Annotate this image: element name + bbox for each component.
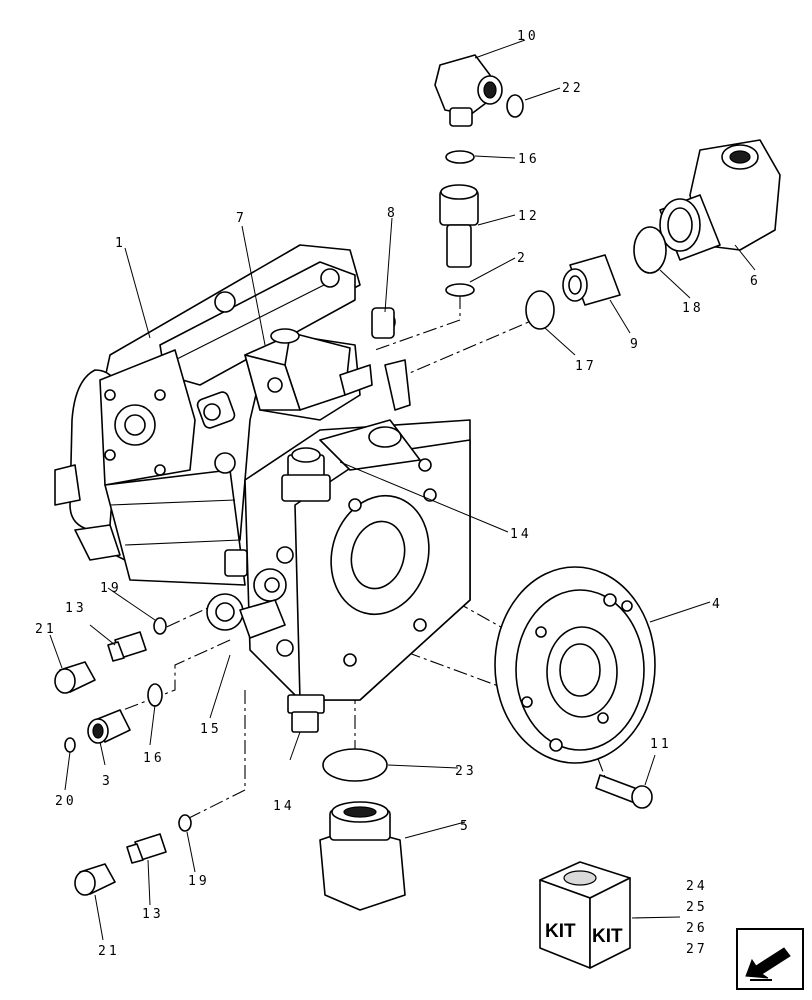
hydraulic-pump-body [54, 244, 396, 586]
callout-4: 4 [712, 597, 723, 612]
part-10-elbow-fitting [434, 54, 503, 127]
part-3-fitting [87, 709, 131, 744]
callout-13-lower: 13 [142, 907, 164, 922]
callout-24: 24 [686, 879, 708, 894]
callout-1: 1 [115, 236, 126, 251]
callout-26: 26 [686, 921, 708, 936]
callout-11: 11 [650, 737, 672, 752]
next-page-arrow-icon [745, 947, 791, 981]
part-2-o-ring [445, 283, 475, 297]
part-6-tee-fitting [659, 139, 781, 261]
callout-23: 23 [455, 764, 477, 779]
solenoid-valve [244, 328, 373, 421]
callout-labels: 1 2 3 4 5 6 7 8 9 10 11 12 13 13 14 14 1… [35, 29, 761, 959]
callout-17: 17 [575, 359, 597, 374]
callout-14-lower: 14 [273, 799, 295, 814]
part-13-fitting-upper [107, 631, 147, 662]
callout-19-upper: 19 [100, 581, 122, 596]
part-23-o-ring [322, 748, 388, 782]
callout-10: 10 [517, 29, 539, 44]
callout-13-upper: 13 [65, 601, 87, 616]
callout-6: 6 [750, 274, 761, 289]
callout-27: 27 [686, 942, 708, 957]
callout-16-lower: 16 [143, 751, 165, 766]
callout-19-lower: 19 [188, 874, 210, 889]
callout-5: 5 [460, 819, 471, 834]
part-19-o-ring-lower [178, 814, 192, 832]
kit-label-left: KIT [545, 921, 576, 942]
part-22-o-ring [506, 94, 524, 118]
part-5-plug [319, 801, 406, 911]
part-20-o-ring [64, 737, 76, 753]
callout-14-upper: 14 [510, 527, 532, 542]
callout-21-lower: 21 [98, 944, 120, 959]
callout-25: 25 [686, 900, 708, 915]
next-page-button[interactable] [736, 928, 804, 990]
part-4-flange [494, 566, 656, 764]
part-11-bolt [595, 774, 653, 809]
kit-label-right: KIT [592, 926, 623, 947]
part-21-cap-lower [74, 863, 116, 896]
front-port-block [206, 359, 471, 733]
part-18-o-ring [633, 226, 667, 274]
callout-2: 2 [517, 251, 528, 266]
part-17-o-ring [525, 290, 555, 330]
callout-18: 18 [682, 301, 704, 316]
callout-9: 9 [630, 337, 641, 352]
part-16-o-ring [445, 150, 475, 164]
part-12-adapter [439, 184, 479, 268]
kit-box-icon: KIT KIT [539, 861, 631, 969]
callout-20: 20 [55, 794, 77, 809]
part-9-adapter [562, 254, 621, 306]
callout-16-upper: 16 [518, 152, 540, 167]
part-19-o-ring-upper [153, 617, 167, 635]
callout-8: 8 [387, 206, 398, 221]
callout-21-upper: 21 [35, 622, 57, 637]
callout-22: 22 [562, 81, 584, 96]
callout-7: 7 [236, 211, 247, 226]
callout-3: 3 [102, 774, 113, 789]
part-16-o-ring-left [147, 683, 163, 707]
part-13-fitting-lower [126, 833, 167, 864]
callout-15: 15 [200, 722, 222, 737]
callout-12: 12 [518, 209, 540, 224]
part-21-cap-upper [54, 661, 96, 694]
leader-lines [49, 39, 756, 941]
